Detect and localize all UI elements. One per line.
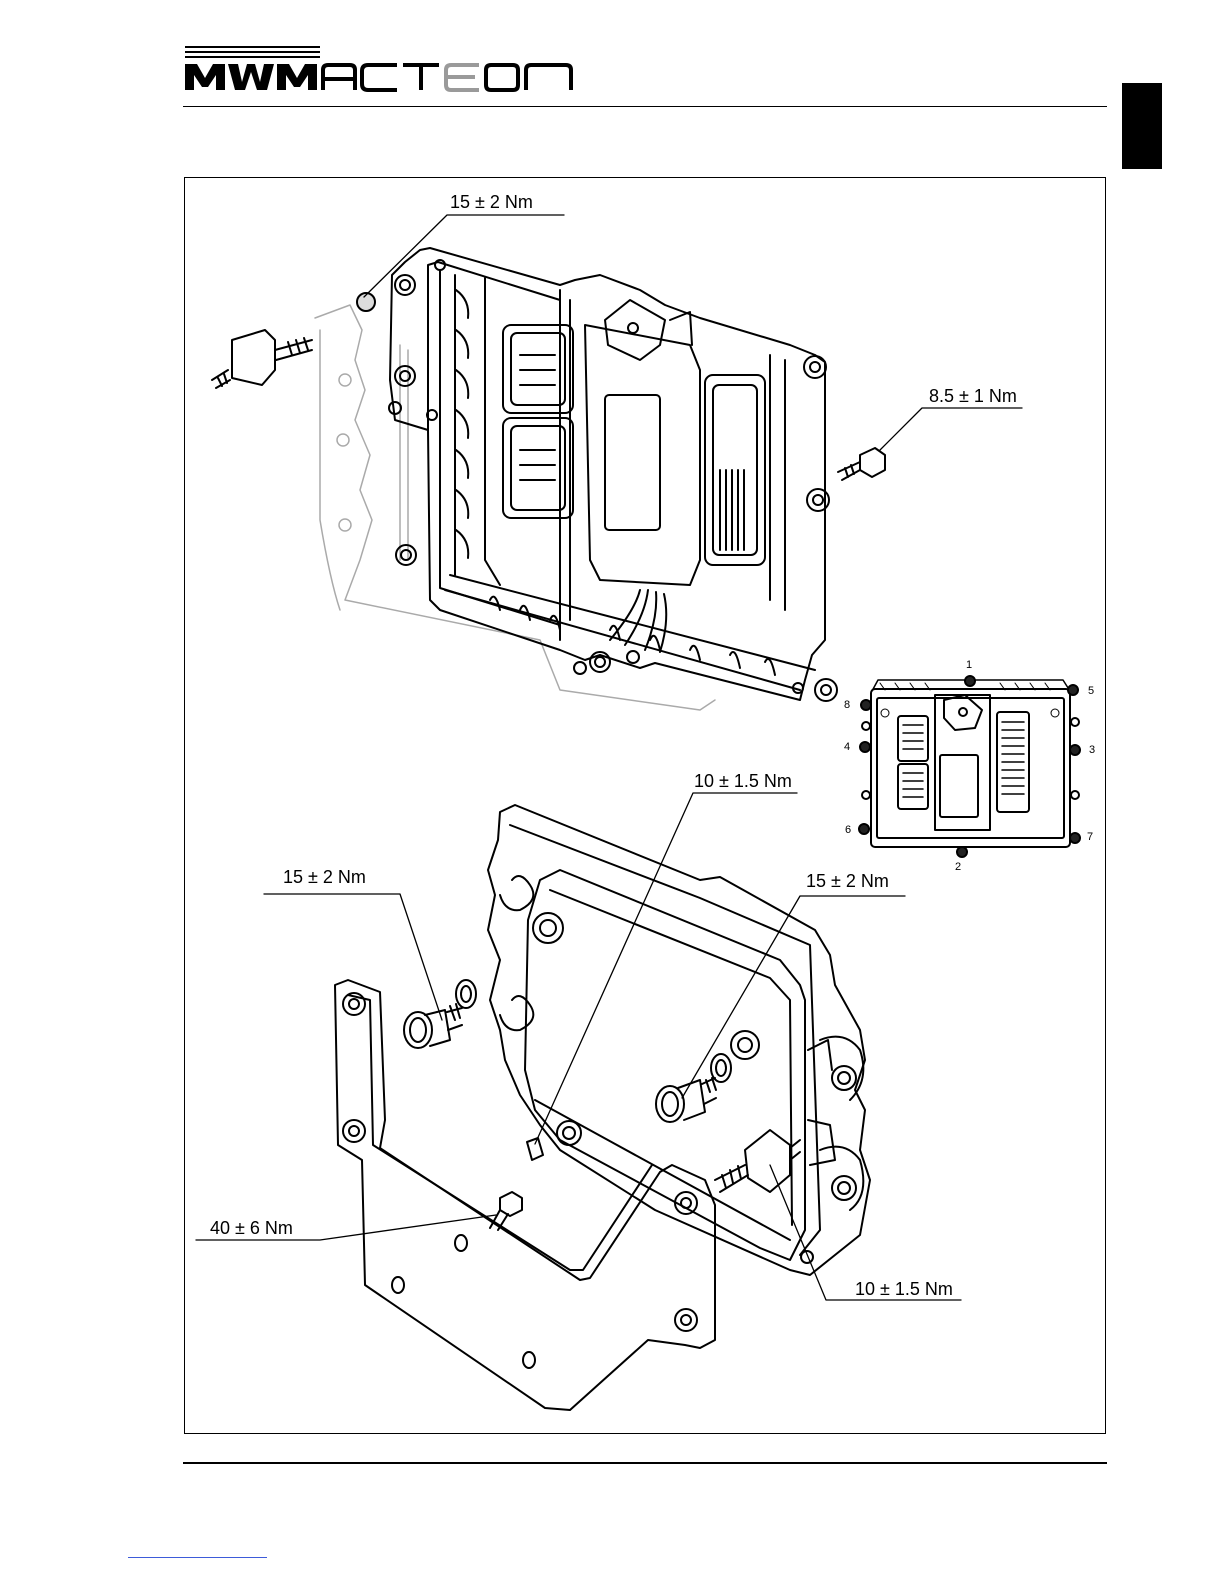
sequence-number-1: 1 [966,659,972,671]
torque-label-top-left: 15 ± 2 Nm [450,192,533,212]
torque-label-mid-center: 10 ± 1.5 Nm [694,771,792,791]
footer-link-underline[interactable] [128,1557,267,1558]
sequence-number-7: 7 [1087,831,1093,843]
torque-label-mid-right: 15 ± 2 Nm [806,871,889,891]
torque-label-bottom-right: 10 ± 1.5 Nm [855,1279,953,1299]
sequence-number-2: 2 [955,861,961,873]
torque-label-bottom-left: 40 ± 6 Nm [210,1218,293,1238]
torque-label-top-right: 8.5 ± 1 Nm [929,386,1017,406]
sequence-number-8: 8 [844,699,850,711]
sequence-number-3: 3 [1089,744,1095,756]
tightening-sequence-view [859,676,1080,857]
sequence-number-5: 5 [1088,685,1094,697]
sequence-number-4: 4 [844,741,850,753]
footer-rule [183,1462,1107,1464]
torque-label-mid-left: 15 ± 2 Nm [283,867,366,887]
sequence-number-6: 6 [845,824,851,836]
